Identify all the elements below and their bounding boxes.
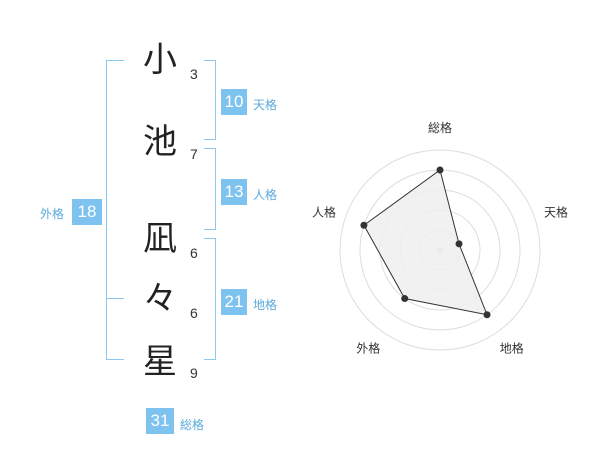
tenkaku-badge: 10 [221, 89, 247, 115]
name-char-3: 凪 [143, 219, 177, 259]
chikaku-label: 地格 [253, 298, 278, 312]
name-char-4: 々 [143, 279, 177, 319]
radar-point-4 [401, 295, 409, 303]
radar-point-1 [436, 166, 444, 174]
gaikaku-badge: 18 [72, 199, 102, 225]
soukaku-badge: 31 [146, 408, 174, 434]
stroke-count-4: 6 [190, 305, 198, 321]
jinkaku-badge: 13 [221, 179, 247, 205]
radar-axis-label-4: 外格 [356, 341, 380, 356]
radar-axis-label-5: 人格 [312, 204, 336, 219]
gaikaku-bracket [106, 60, 124, 360]
radar-point-3 [483, 311, 491, 319]
gaikaku-bracket-mid [106, 298, 124, 299]
tenkaku-bracket [204, 60, 216, 140]
soukaku-label: 総格 [180, 418, 205, 432]
radar-axis-label-1: 総格 [428, 120, 452, 135]
stroke-count-3: 6 [190, 245, 198, 261]
stroke-count-1: 3 [190, 66, 198, 82]
chikaku-bracket [204, 238, 216, 360]
name-char-2: 池 [143, 122, 177, 162]
stroke-count-5: 9 [190, 365, 198, 381]
radar-axis-label-2: 天格 [544, 204, 568, 219]
radar-grid-ring-5 [339, 149, 541, 351]
radar-axis-label-3: 地格 [500, 341, 524, 356]
jinkaku-bracket [204, 148, 216, 230]
tenkaku-label: 天格 [253, 98, 278, 112]
stroke-count-2: 7 [190, 146, 198, 162]
gaikaku-label: 外格 [40, 207, 65, 221]
jinkaku-label: 人格 [253, 188, 278, 202]
radar-point-5 [360, 221, 368, 229]
chikaku-badge: 21 [221, 289, 247, 315]
name-char-5: 星 [143, 342, 177, 382]
radar-point-2 [455, 240, 463, 248]
radar-value-polygon [363, 169, 488, 316]
name-char-1: 小 [143, 40, 177, 80]
